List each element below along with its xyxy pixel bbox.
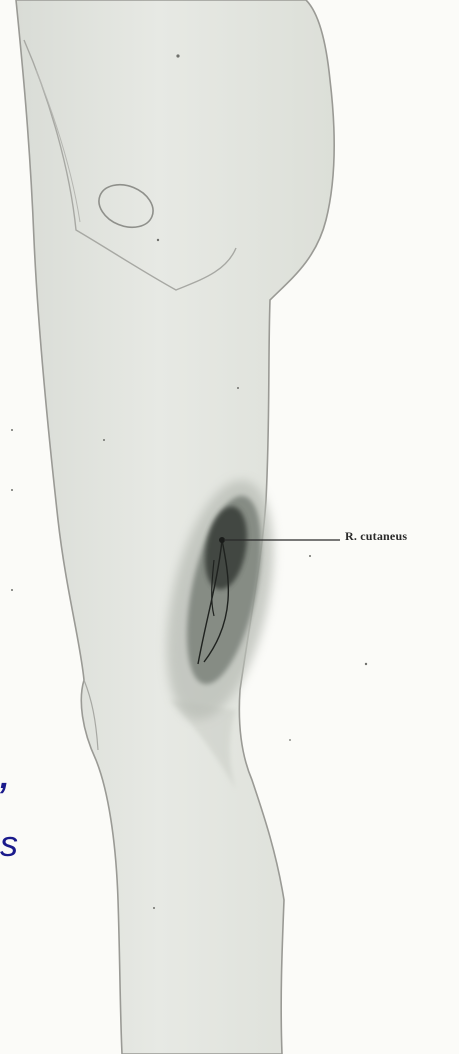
- callout-label-r-cutaneus: R. cutaneus: [345, 529, 407, 544]
- text-fragment-s: s: [0, 826, 18, 862]
- text-fragment-comma: ,: [0, 760, 9, 794]
